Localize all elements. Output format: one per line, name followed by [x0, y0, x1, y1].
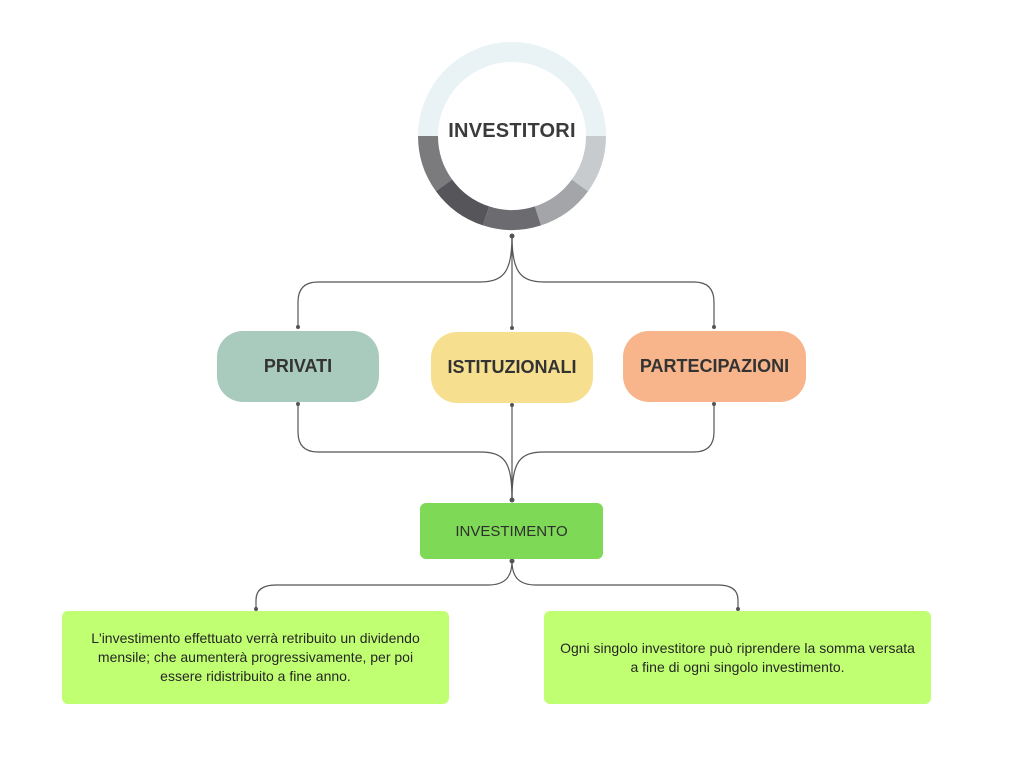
node-investimento[interactable]: INVESTIMENTO: [420, 503, 603, 559]
ring-segment-1: [418, 135, 453, 192]
connector-partecipazioni-investimento: [511, 404, 715, 501]
node-istituzionali[interactable]: ISTITUZIONALI: [431, 332, 593, 403]
connector-hub-partecipazioni: [511, 235, 715, 326]
outcome-dividend-box: L'investimento effettuato verrà retribui…: [62, 611, 449, 704]
ring-segment-3: [482, 206, 542, 230]
connector-dot: [736, 607, 740, 611]
connector-dot: [509, 558, 515, 564]
connector-dot: [510, 403, 514, 407]
outcome-dividend-text: L'investimento effettuato verrà retribui…: [91, 630, 420, 684]
ring-segment-2: [435, 179, 490, 226]
hub-ring: [418, 42, 606, 230]
connector-investimento-left: [255, 560, 513, 608]
connector-dot: [254, 607, 258, 611]
node-privati-label: PRIVATI: [263, 356, 333, 376]
connector-dot: [510, 326, 514, 330]
connector-hub-privati: [297, 235, 513, 326]
connector-privati-investimento: [297, 404, 513, 501]
node-privati[interactable]: PRIVATI: [217, 331, 379, 402]
connector-dot: [509, 233, 515, 239]
outcome-withdraw-box: Ogni singolo investitore può riprendere …: [544, 611, 931, 704]
investitori-hub[interactable]: INVESTITORI: [414, 38, 610, 234]
ring-segment-top: [418, 42, 606, 137]
hub-label: INVESTITORI: [448, 119, 576, 142]
node-investimento-label: INVESTIMENTO: [455, 522, 568, 540]
node-partecipazioni[interactable]: PARTECIPAZIONI: [623, 331, 806, 402]
ring-segment-5: [571, 135, 606, 192]
node-istituzionali-label: ISTITUZIONALI: [447, 357, 577, 377]
connector-dot: [296, 402, 300, 406]
outcome-withdraw-text: Ogni singolo investitore può riprendere …: [560, 639, 915, 675]
connector-investimento-right: [511, 560, 739, 608]
connector-dot: [296, 325, 300, 329]
connector-dot: [509, 497, 515, 503]
ring-segment-4: [534, 179, 589, 226]
connector-dot: [712, 325, 716, 329]
connector-dot: [712, 402, 716, 406]
node-partecipazioni-label: PARTECIPAZIONI: [639, 356, 790, 376]
